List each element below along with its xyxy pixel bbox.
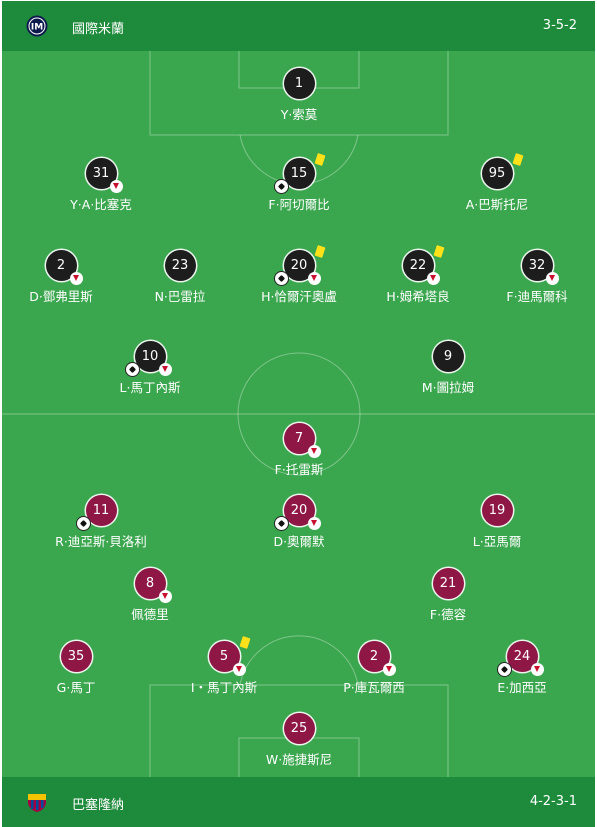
player-name: Y·A·比塞克 bbox=[70, 197, 132, 212]
player-name: R·迪亞斯·貝洛利 bbox=[55, 534, 147, 549]
substitution-arrow-icon bbox=[307, 272, 321, 285]
svg-text:IM: IM bbox=[31, 23, 43, 33]
player-name: W·施捷斯尼 bbox=[265, 752, 333, 767]
soccer-ball-icon bbox=[273, 516, 289, 531]
player-name: N·巴雷拉 bbox=[154, 289, 206, 304]
substitution-arrow-icon bbox=[545, 272, 559, 285]
player-name: H·恰爾汗奧盧 bbox=[261, 289, 337, 304]
player-name: E·加西亞 bbox=[497, 680, 547, 695]
soccer-ball-icon bbox=[496, 662, 512, 677]
player-name: I・馬丁內斯 bbox=[190, 680, 258, 695]
home-team-header[interactable]: IM 國際米蘭 3-5-2 bbox=[2, 1, 595, 51]
player-number: 10 bbox=[124, 341, 172, 377]
away-team-header[interactable]: 巴塞隆納 4-2-3-1 bbox=[2, 777, 595, 827]
player-name: F·托雷斯 bbox=[274, 462, 324, 477]
player-number: 25 bbox=[283, 713, 315, 744]
player-name: Y·索莫 bbox=[280, 107, 318, 122]
player-number: 21 bbox=[432, 568, 464, 599]
substitution-arrow-icon bbox=[69, 272, 83, 285]
player-number: 7 bbox=[283, 423, 321, 458]
player-number: 2 bbox=[45, 250, 83, 285]
substitution-arrow-icon bbox=[158, 590, 172, 603]
substitution-arrow-icon bbox=[307, 445, 321, 458]
player-name: H·姆希塔良 bbox=[386, 289, 450, 304]
substitution-arrow-icon bbox=[382, 663, 396, 676]
substitution-arrow-icon bbox=[158, 363, 172, 376]
player-number: 20 bbox=[273, 245, 326, 286]
player-name: L·亞馬爾 bbox=[472, 534, 522, 549]
player-number: 23 bbox=[164, 250, 196, 281]
substitution-arrow-icon bbox=[232, 663, 246, 676]
substitution-arrow-icon bbox=[426, 272, 440, 285]
substitution-arrow-icon bbox=[109, 180, 123, 193]
substitution-arrow-icon bbox=[307, 517, 321, 530]
home-formation: 3-5-2 bbox=[542, 18, 577, 33]
soccer-ball-icon bbox=[273, 179, 289, 194]
away-formation: 4-2-3-1 bbox=[529, 794, 577, 809]
player-number: 1 bbox=[283, 68, 315, 99]
player-name: L·馬丁內斯 bbox=[119, 380, 181, 395]
player-number: 8 bbox=[134, 568, 172, 603]
soccer-ball-icon bbox=[75, 516, 91, 531]
player-name: F·德容 bbox=[429, 607, 467, 622]
player-name: A·巴斯托尼 bbox=[465, 197, 529, 212]
player-number: 95 bbox=[481, 153, 524, 189]
player-number: 20 bbox=[273, 495, 321, 531]
soccer-ball-icon bbox=[273, 271, 289, 286]
home-team-name: 國際米蘭 bbox=[72, 22, 125, 37]
player-number: 9 bbox=[432, 341, 464, 372]
player-number: 32 bbox=[521, 250, 559, 285]
player-number: 5 bbox=[208, 636, 251, 676]
player-number: 31 bbox=[85, 158, 123, 193]
player-name: D·奧爾默 bbox=[273, 534, 325, 549]
player-number: 19 bbox=[481, 495, 513, 526]
away-team-name: 巴塞隆納 bbox=[72, 798, 125, 813]
player-number: 11 bbox=[75, 495, 117, 531]
player-name: M·圖拉姆 bbox=[421, 380, 475, 395]
away-player[interactable]: 8 佩德里 bbox=[80, 568, 220, 623]
player-name: 佩德里 bbox=[131, 607, 169, 622]
barcelona-crest-icon bbox=[28, 794, 46, 812]
player-number: 24 bbox=[496, 641, 544, 677]
player-name: P·庫瓦爾西 bbox=[343, 680, 405, 695]
player-number: 15 bbox=[273, 153, 326, 194]
player-name: F·阿切爾比 bbox=[268, 197, 330, 212]
substitution-arrow-icon bbox=[530, 663, 544, 676]
player-number: 2 bbox=[358, 641, 396, 676]
inter-crest-icon: IM bbox=[26, 15, 48, 37]
player-name: G·馬丁 bbox=[56, 680, 96, 695]
player-name: F·迪馬爾科 bbox=[506, 289, 568, 304]
player-number: 22 bbox=[402, 245, 445, 285]
player-number: 35 bbox=[60, 641, 92, 672]
soccer-ball-icon bbox=[124, 362, 140, 377]
player-name: D·鄧弗里斯 bbox=[29, 289, 93, 304]
